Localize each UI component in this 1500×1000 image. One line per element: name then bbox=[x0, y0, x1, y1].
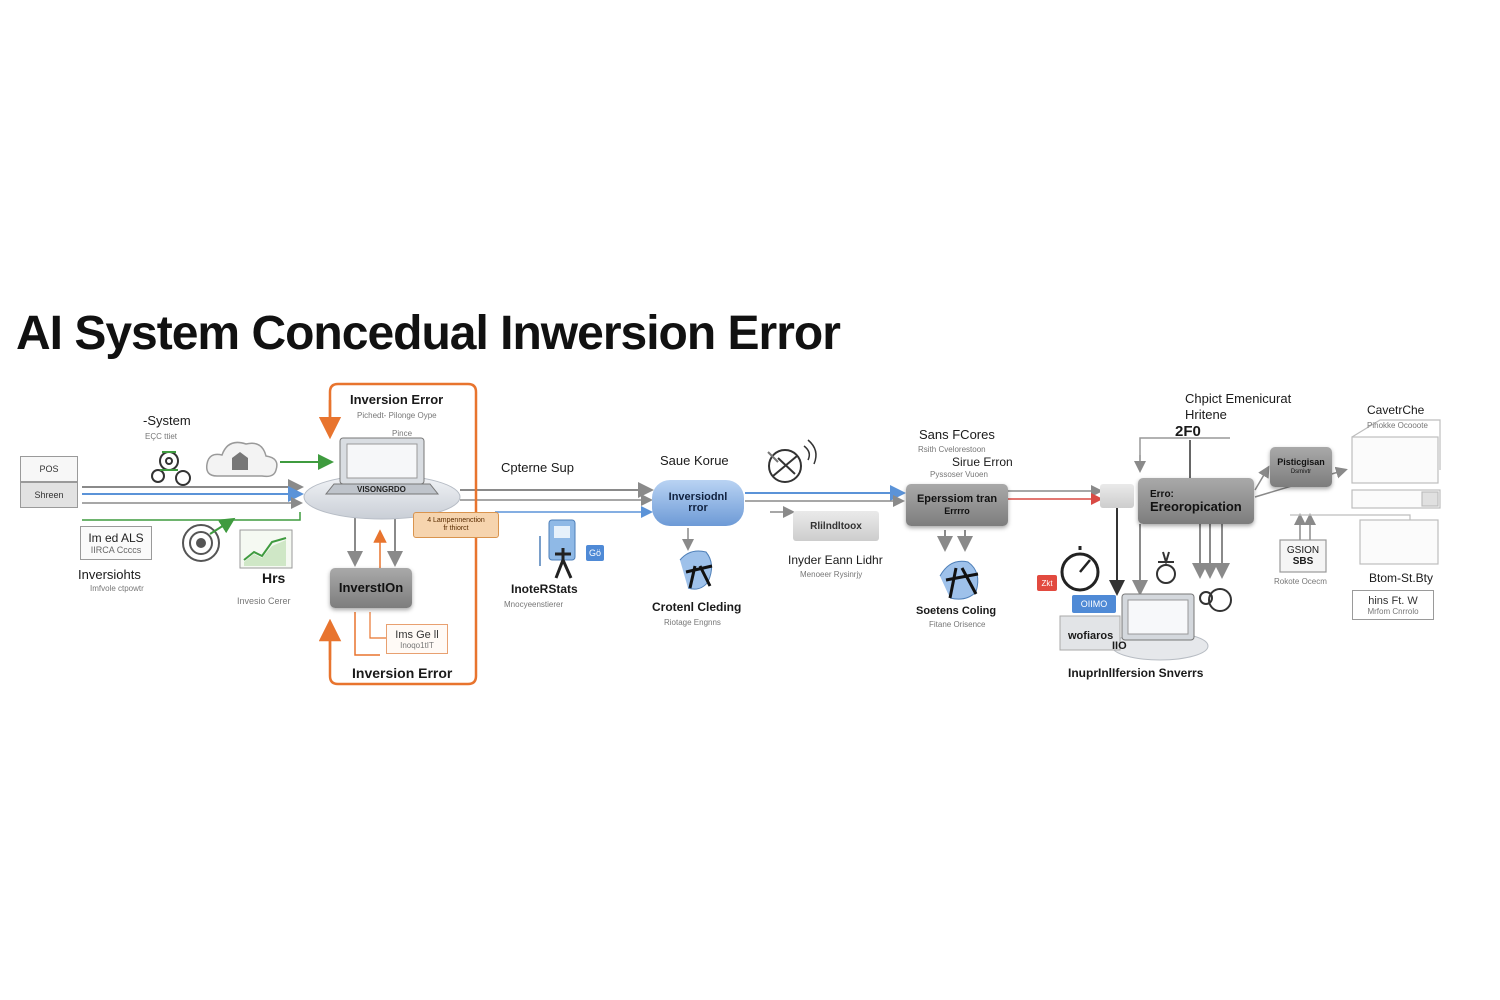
error-label: Sirue Erron bbox=[952, 455, 1013, 469]
expression-node-line1: Eperssiom tran bbox=[916, 493, 998, 505]
orange-note-box[interactable]: 4 Lampennenction fr thiorct bbox=[413, 512, 499, 538]
coling-label: Soetens Coling bbox=[916, 605, 997, 617]
coding-sub: Riotage Engnns bbox=[664, 618, 721, 627]
small-gray-sub: Dsmivtr bbox=[1290, 469, 1312, 475]
pos-label: POS bbox=[39, 464, 59, 474]
orange-note-line2: fr thiorct bbox=[443, 525, 469, 532]
sensor-figure-icon bbox=[937, 530, 979, 600]
laptop-caption: Pince bbox=[392, 429, 413, 438]
screen-label: Shreen bbox=[34, 490, 64, 500]
ai-als-box[interactable]: Im ed ALS IIRCA Ccccs bbox=[80, 526, 152, 560]
pos-box[interactable]: POS bbox=[20, 456, 78, 482]
platform-laptop bbox=[303, 437, 461, 520]
error-propagation-node[interactable]: Erro: Ereoropication bbox=[1138, 478, 1254, 524]
screen-box[interactable]: Shreen bbox=[20, 482, 78, 508]
blue-node-line1: Inversiodnl bbox=[668, 491, 728, 503]
robot-icon bbox=[1156, 551, 1232, 612]
inversion-node[interactable]: InverstIOn bbox=[330, 568, 412, 608]
stats-device-icon bbox=[539, 519, 576, 579]
insights-sub: Imfvole ctpowtr bbox=[90, 584, 144, 593]
far-right-lines bbox=[1109, 437, 1316, 596]
stats-label: InoteRStats bbox=[511, 582, 578, 596]
propagation-line1: Erro: bbox=[1150, 489, 1174, 500]
gsion-box[interactable]: GSION SBS bbox=[1282, 542, 1324, 570]
red-tag[interactable]: Zkt bbox=[1037, 575, 1057, 591]
loop-small-line2: Inoqo1tIT bbox=[400, 640, 434, 650]
layer-sub: Menoeer Rysinrjy bbox=[800, 570, 863, 579]
satellite-icon bbox=[767, 439, 817, 483]
expression-error-node[interactable]: Eperssiom tran Errrro bbox=[906, 484, 1008, 526]
handbox-node[interactable]: Rlilndltoox bbox=[793, 511, 879, 541]
hint-line2: Mrfom Cnrrolo bbox=[1367, 606, 1419, 616]
ai-als-label: Im ed ALS bbox=[88, 531, 144, 545]
gsion-line1: GSION bbox=[1286, 545, 1320, 556]
red-tag-label: Zkt bbox=[1041, 578, 1053, 588]
cloud-icon bbox=[205, 441, 278, 478]
object-label-line2: Hritene bbox=[1185, 407, 1227, 422]
page-title: AI System Concedual Inwersion Error bbox=[16, 307, 841, 360]
chart-label: Hrs bbox=[262, 570, 286, 586]
stats-tag[interactable]: Gö bbox=[586, 545, 604, 561]
inversion-error-blue-node[interactable]: Inversiodnl rror bbox=[652, 480, 744, 526]
system-sub: EÇC ttiet bbox=[145, 432, 178, 441]
loop-bottom-title: Inversion Error bbox=[352, 665, 453, 681]
stats-sub: Mnocyeenstierer bbox=[504, 600, 564, 609]
target-icon bbox=[182, 517, 236, 562]
gsion-sub: Rokote Ocecm bbox=[1274, 577, 1327, 586]
object-code: 2F0 bbox=[1175, 423, 1201, 440]
laptop-code: IIO bbox=[1112, 640, 1127, 652]
expression-node-line2: Errrro bbox=[944, 506, 970, 516]
error-sub: Pyssoser Vuoen bbox=[930, 470, 988, 479]
orange-note-line1: 4 Lampennenction bbox=[427, 517, 485, 524]
wireframe-panels bbox=[1279, 419, 1441, 573]
layer-label: Inyder Eann Lidhr bbox=[788, 553, 883, 567]
blue-node-line2: rror bbox=[688, 502, 708, 514]
coding-figure-icon bbox=[679, 528, 713, 590]
sans-label: Sans FCores bbox=[919, 427, 995, 442]
connector-node[interactable] bbox=[1100, 484, 1134, 508]
cavet-sub: Pihokke Ocooote bbox=[1367, 421, 1428, 430]
ai-als-sub: IIRCA Ccccs bbox=[90, 545, 142, 555]
coding-label: Crotenl Cleding bbox=[652, 600, 742, 614]
small-gray-label: Pisticgisan bbox=[1277, 457, 1325, 467]
score-label: Saue Korue bbox=[660, 453, 729, 468]
chart-card-icon bbox=[239, 529, 293, 569]
gsion-line2: SBS bbox=[1292, 556, 1314, 567]
coling-sub: Fitane Orisence bbox=[929, 620, 986, 629]
insights-label: Inversiohts bbox=[78, 567, 141, 582]
platform-label: VISONGRDO bbox=[357, 485, 406, 494]
capture-label: Cpterne Sup bbox=[501, 460, 574, 475]
inversion-node-label: InverstIOn bbox=[338, 580, 404, 595]
loop-top-sub: Pichedt- Pilonge Oype bbox=[357, 411, 437, 420]
laptop-label: wofiaros bbox=[1068, 630, 1114, 642]
stats-tag-label: Gö bbox=[588, 548, 601, 558]
blue-tag[interactable]: OIIMO bbox=[1072, 595, 1116, 613]
gauge-icon bbox=[1060, 546, 1100, 592]
handbox-label: Rlilndltoox bbox=[810, 520, 862, 532]
storm-label: Btom-St.Bty bbox=[1369, 571, 1434, 585]
loop-top-title: Inversion Error bbox=[350, 392, 444, 407]
hint-box[interactable]: hins Ft. W Mrfom Cnrrolo bbox=[1352, 590, 1434, 620]
loop-small-line1: Ims Ge ll bbox=[395, 628, 439, 641]
gears-icon bbox=[151, 451, 191, 486]
small-gray-node[interactable]: Pisticgisan Dsmivtr bbox=[1270, 447, 1332, 487]
hint-line1: hins Ft. W bbox=[1368, 594, 1418, 607]
blue-tag-label: OIIMO bbox=[1080, 599, 1108, 609]
propagation-line2: Ereoropication bbox=[1150, 499, 1242, 514]
loop-small-box[interactable]: Ims Ge ll Inoqo1tIT bbox=[386, 624, 448, 654]
cavet-label: CavetrChe bbox=[1367, 403, 1425, 417]
object-label-line1: Chpict Emenicurat bbox=[1185, 391, 1292, 406]
system-label: -System bbox=[143, 413, 191, 428]
server-laptop-icon bbox=[1059, 593, 1209, 661]
sans-sub: Rsith Cvelorestoon bbox=[918, 445, 986, 454]
chart-sub: Invesio Cerer bbox=[237, 596, 291, 606]
servers-label: InuprInlIfersion Snverrs bbox=[1068, 666, 1204, 680]
